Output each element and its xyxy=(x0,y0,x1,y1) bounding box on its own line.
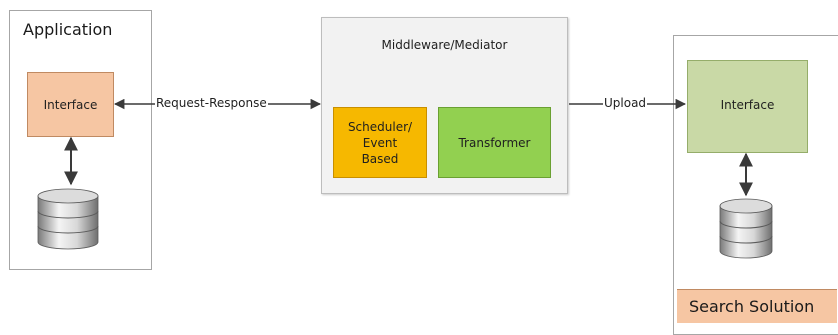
scheduler-box: Scheduler/ Event Based xyxy=(333,107,427,178)
scheduler-line-3: Based xyxy=(361,151,399,166)
search-solution-title: Search Solution xyxy=(677,289,837,323)
database-icon xyxy=(719,198,773,259)
application-title: Application xyxy=(23,20,113,39)
middleware-title: Middleware/Mediator xyxy=(381,38,508,52)
request-response-label: Request-Response xyxy=(155,96,268,110)
connector-layer xyxy=(37,98,773,259)
scheduler-line-2: Event xyxy=(362,135,398,150)
upload-label: Upload xyxy=(603,96,648,110)
database-icon xyxy=(37,188,99,250)
scheduler-line-1: Scheduler/ xyxy=(347,119,413,134)
application-interface-box: Interface xyxy=(27,72,114,137)
transformer-box: Transformer xyxy=(438,107,551,178)
search-interface-box: Interface xyxy=(687,60,808,153)
